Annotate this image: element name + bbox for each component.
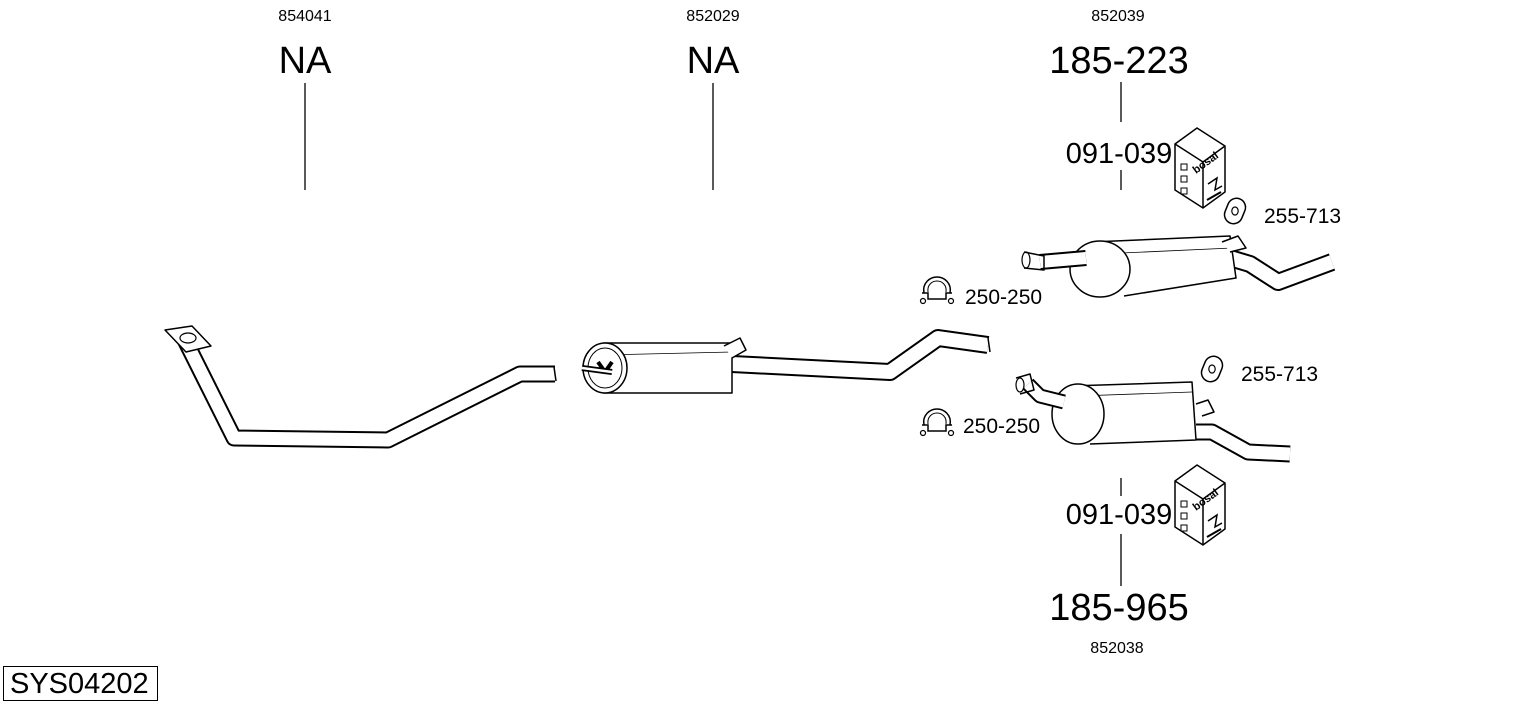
rear-silencer-upper [1021, 235, 1336, 298]
hanger-upper-icon [1221, 194, 1249, 228]
part-number-front-pipe: NA [278, 40, 332, 82]
hanger-lower-icon [1198, 352, 1226, 386]
clamp-lower-icon [919, 408, 955, 437]
kit-number-rear-lower: 091-039 [1065, 499, 1173, 531]
part-number-center-silencer: NA [686, 40, 740, 82]
clamp-upper-icon [919, 276, 955, 305]
oem-number-center-silencer: 852029 [686, 8, 740, 25]
oem-number-rear-lower: 852038 [1090, 640, 1144, 657]
oem-number-rear-upper: 852039 [1091, 8, 1145, 25]
clamp-lower-label: 250-250 [963, 415, 1041, 438]
clamp-upper-label: 250-250 [965, 286, 1043, 309]
front-pipe [164, 325, 557, 449]
part-number-rear-lower: 185-965 [1049, 587, 1189, 629]
hanger-upper-label: 255-713 [1264, 205, 1342, 228]
system-code: SYS04202 [3, 666, 158, 702]
part-number-rear-upper: 185-223 [1049, 40, 1189, 82]
kit-number-rear-upper: 091-039 [1065, 138, 1173, 170]
rear-silencer-lower [1015, 373, 1291, 463]
hanger-lower-label: 255-713 [1241, 363, 1319, 386]
center-silencer [581, 329, 991, 394]
oem-number-front-pipe: 854041 [278, 8, 332, 25]
